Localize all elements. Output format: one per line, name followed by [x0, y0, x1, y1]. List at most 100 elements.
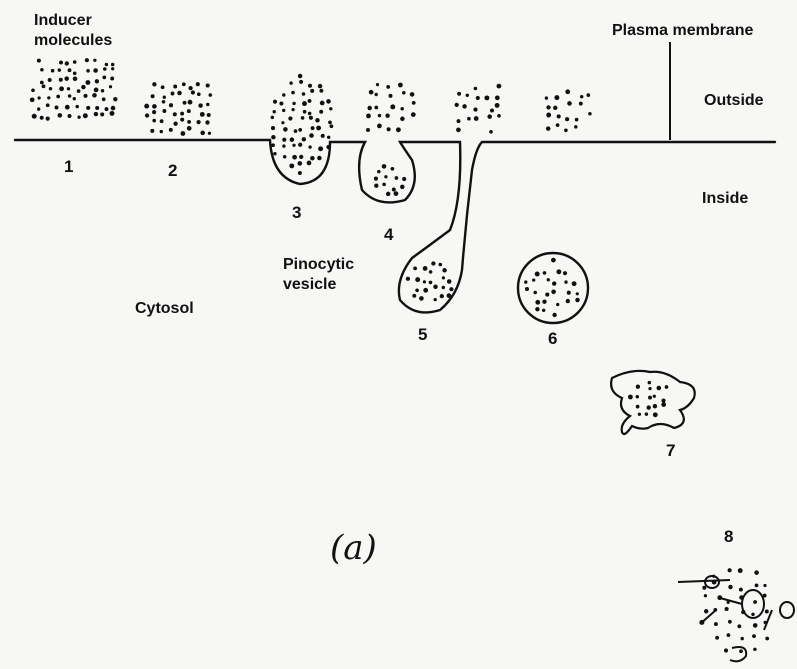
inducer-molecule-dot [434, 298, 437, 301]
stage-7-label: 7 [666, 442, 675, 460]
inducer-molecule-dot [739, 649, 743, 653]
inducer-label-line1: Inducer [34, 12, 92, 30]
inducer-molecule-dot [308, 145, 311, 148]
inducer-molecule-dot [144, 104, 149, 109]
inducer-molecule-dot [394, 191, 399, 196]
inducer-molecule-dot [181, 131, 186, 136]
inducer-molecule-dot [457, 92, 461, 96]
inducer-molecule-dot [366, 128, 370, 132]
inducer-molecule-dot [385, 114, 389, 118]
inducer-molecule-dot [282, 144, 285, 147]
inducer-molecule-dot [423, 280, 426, 283]
inducer-molecule-dot [495, 103, 500, 108]
inducer-molecule-dot [309, 133, 314, 138]
inducer-molecule-dot [661, 402, 666, 407]
inducer-molecule-dot [753, 623, 758, 628]
inducer-molecule-dot [648, 381, 652, 385]
inducer-molecule-dot [103, 67, 107, 71]
inducer-molecule-dot [94, 88, 99, 93]
inducer-molecule-dot [161, 85, 165, 89]
inducer-molecule-dot [188, 100, 193, 105]
inducer-molecule-dot [206, 83, 210, 87]
inducer-molecule-dot [196, 120, 200, 124]
inducer-molecule-dot [111, 67, 114, 70]
inducer-molecule-dot [429, 270, 433, 274]
inducer-molecule-dot [271, 126, 275, 130]
inducer-molecule-dot [319, 110, 323, 114]
inducer-molecule-dot [431, 261, 435, 265]
inducer-molecule-dot [366, 114, 371, 119]
inducer-molecule-dots [30, 58, 769, 653]
inducer-molecule-dot [68, 68, 72, 72]
inducer-molecule-dot [525, 287, 529, 291]
inducer-molecule-dot [727, 633, 731, 637]
inducer-molecule-dot [564, 128, 568, 132]
inducer-molecule-dot [467, 117, 471, 121]
inducer-molecule-dot [183, 101, 187, 105]
inducer-molecule-dot [374, 106, 378, 110]
inducer-molecule-dot [636, 385, 640, 389]
inducer-molecule-dot [92, 93, 97, 98]
inducer-molecule-dot [400, 107, 404, 111]
inducer-molecule-dot [180, 112, 184, 116]
inducer-molecule-dot [542, 300, 546, 304]
inducer-molecule-dot [702, 586, 706, 590]
inducer-molecule-dot [292, 144, 295, 147]
inducer-molecule-dot [456, 128, 461, 133]
inducer-molecule-dot [406, 277, 410, 281]
inducer-molecule-dot [282, 138, 286, 142]
stage-5-label: 5 [418, 326, 427, 344]
inducer-molecule-dot [400, 117, 405, 122]
inducer-molecule-dot [315, 118, 319, 122]
inducer-molecule-dot [289, 81, 292, 84]
stage-3-label: 3 [292, 204, 301, 222]
inducer-molecule-dot [290, 137, 295, 142]
inducer-molecule-dot [557, 114, 561, 118]
inducer-molecule-dot [37, 107, 40, 110]
inducer-molecule-dot [93, 68, 98, 73]
inducer-molecule-dot [188, 86, 192, 90]
inducer-molecule-dot [553, 106, 557, 110]
inducer-molecule-dot [386, 85, 390, 89]
inducer-molecule-dot [271, 143, 275, 147]
inducer-molecule-dot [187, 126, 192, 131]
inducer-molecule-dot [653, 395, 656, 398]
inducer-molecule-dot [302, 137, 306, 141]
inducer-molecule-dot [714, 622, 718, 626]
inducer-molecule-dot [111, 106, 116, 111]
inducer-molecule-dot [40, 81, 44, 85]
inducer-molecule-dot [30, 97, 35, 102]
inducer-molecule-dot [93, 59, 96, 62]
inducer-molecule-dot [197, 92, 201, 96]
inducer-molecule-dot [94, 112, 98, 116]
inducer-molecule-dot [653, 412, 658, 417]
plasma-membrane-line [15, 140, 775, 312]
inducer-molecule-dot [283, 155, 287, 159]
inducer-molecule-dot [564, 280, 567, 283]
stage-1-label: 1 [64, 158, 73, 176]
inducer-molecule-dot [556, 303, 559, 306]
inducer-molecule-dot [182, 82, 186, 86]
inducer-molecule-dot [279, 102, 283, 106]
inducer-molecule-dot [455, 103, 459, 107]
inducer-molecule-dot [753, 648, 756, 651]
inducer-molecule-dot [273, 152, 276, 155]
inducer-molecule-dot [391, 167, 395, 171]
inducer-molecule-dot [442, 276, 445, 279]
inducer-molecule-dot [298, 171, 302, 175]
inducer-molecule-dot [484, 95, 489, 100]
inducer-molecule-dot [402, 177, 406, 181]
inducer-molecule-dot [567, 291, 571, 295]
inducer-molecule-dot [169, 128, 173, 132]
inducer-molecule-dot [588, 112, 592, 116]
inducer-molecule-dot [102, 97, 106, 101]
inducer-molecule-dot [206, 103, 209, 106]
inducer-molecule-dot [438, 263, 442, 267]
inducer-molecule-dot [83, 94, 87, 98]
inducer-molecule-dot [160, 130, 163, 133]
inducer-molecule-dot [111, 63, 115, 67]
inducer-molecule-dot [653, 404, 657, 408]
pinocytic-label-line1: Pinocytic [283, 256, 354, 274]
inducer-molecule-dot [395, 176, 399, 180]
inducer-molecule-dot [40, 68, 44, 72]
